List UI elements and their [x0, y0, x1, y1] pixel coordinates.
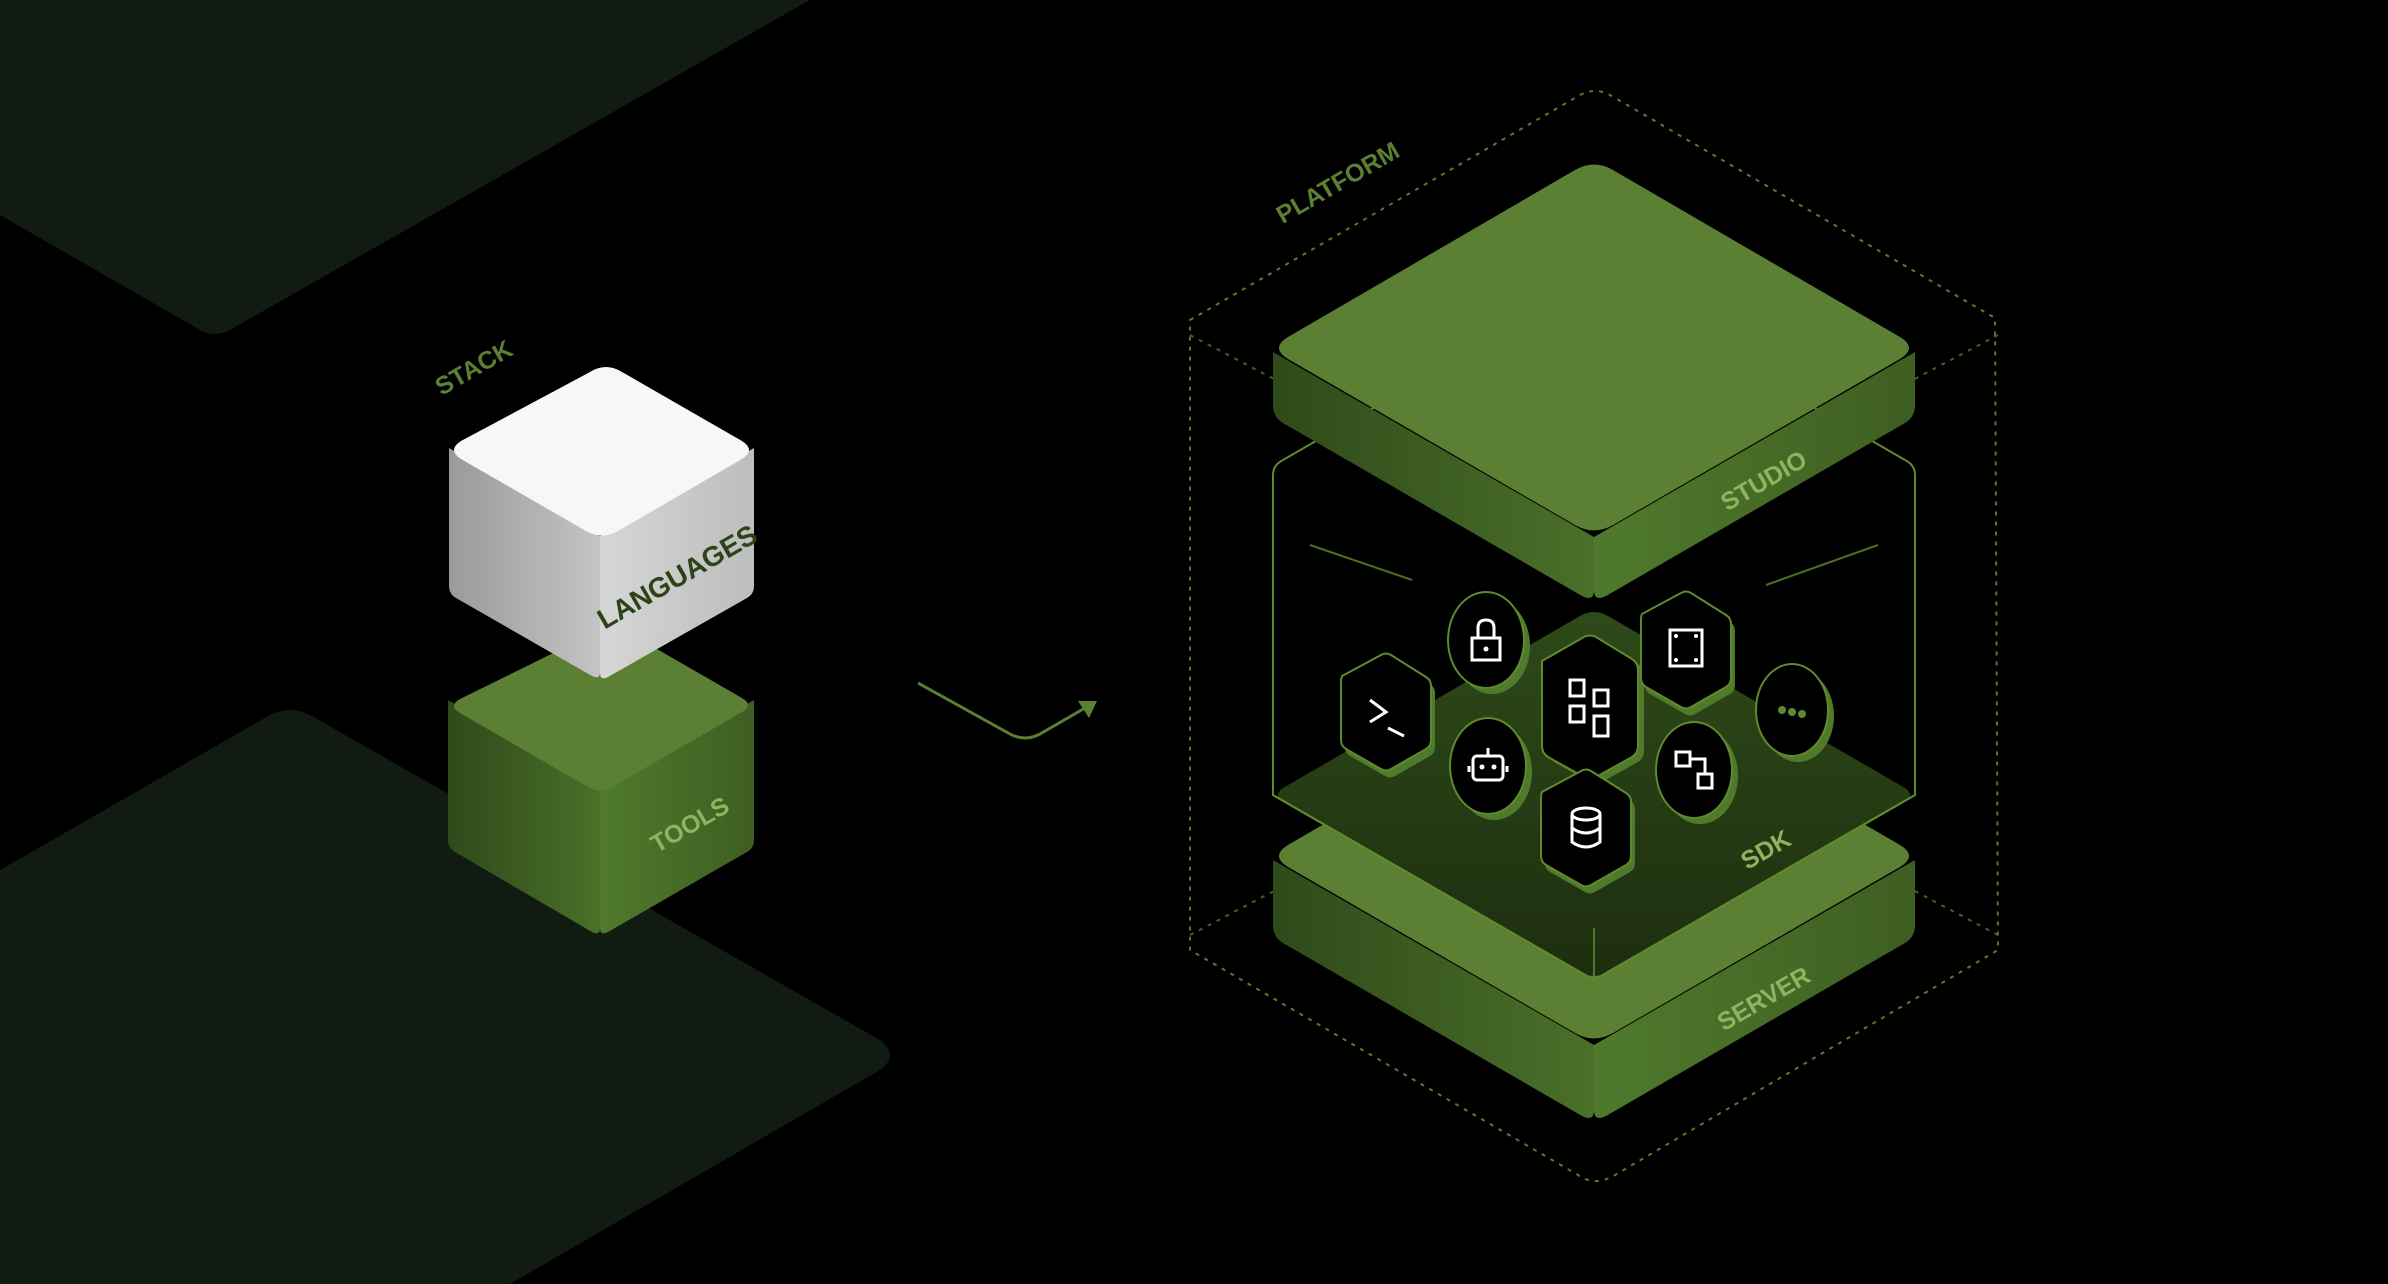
sdk-front-face	[1272, 794, 1916, 982]
bot-icon	[1449, 717, 1532, 820]
decor-plane-top	[0, 0, 810, 334]
stack-title: STACK	[431, 335, 518, 401]
languages-block-right-face	[600, 448, 754, 679]
background-decoration	[0, 0, 890, 1284]
stack-group: STACK TOOLS LANGUAGES	[431, 335, 762, 934]
sdk-icons	[1340, 590, 1834, 894]
languages-block-top-face	[454, 367, 749, 536]
frame-icon	[1640, 590, 1735, 716]
languages-block: LANGUAGES	[449, 367, 762, 679]
arrow-line	[917, 681, 1086, 740]
tools-block-right-face	[600, 700, 754, 934]
lock-icon	[1447, 591, 1530, 694]
studio-right-face	[1594, 352, 1915, 598]
languages-block-left-face	[449, 448, 600, 678]
arrow-head-icon	[1078, 701, 1097, 718]
workflow-icon	[1655, 721, 1738, 824]
studio-left-face	[1273, 352, 1594, 598]
transition-arrow	[917, 681, 1097, 740]
sdk-box-rear-edges	[1272, 291, 1916, 476]
platform-title: PLATFORM	[1272, 137, 1405, 230]
grid-icon	[1541, 634, 1644, 784]
studio-top-face	[1279, 164, 1909, 531]
more-icon	[1755, 663, 1834, 762]
decor-plane-bottom	[0, 710, 890, 1284]
platform-group: PLATFORM SERVER SDK	[1189, 90, 2000, 1182]
server-right-face	[1594, 860, 1915, 1118]
tools-block-left-face	[448, 700, 600, 934]
sdk-inner-edges	[1309, 544, 1879, 980]
tools-block: TOOLS	[448, 626, 754, 934]
tools-block-top-face	[454, 626, 748, 791]
studio-layer: STUDIO	[1273, 164, 1915, 598]
server-left-face	[1273, 860, 1594, 1118]
sdk-layer: SDK	[1272, 291, 1916, 982]
terminal-icon	[1340, 652, 1435, 778]
database-icon	[1540, 768, 1635, 894]
